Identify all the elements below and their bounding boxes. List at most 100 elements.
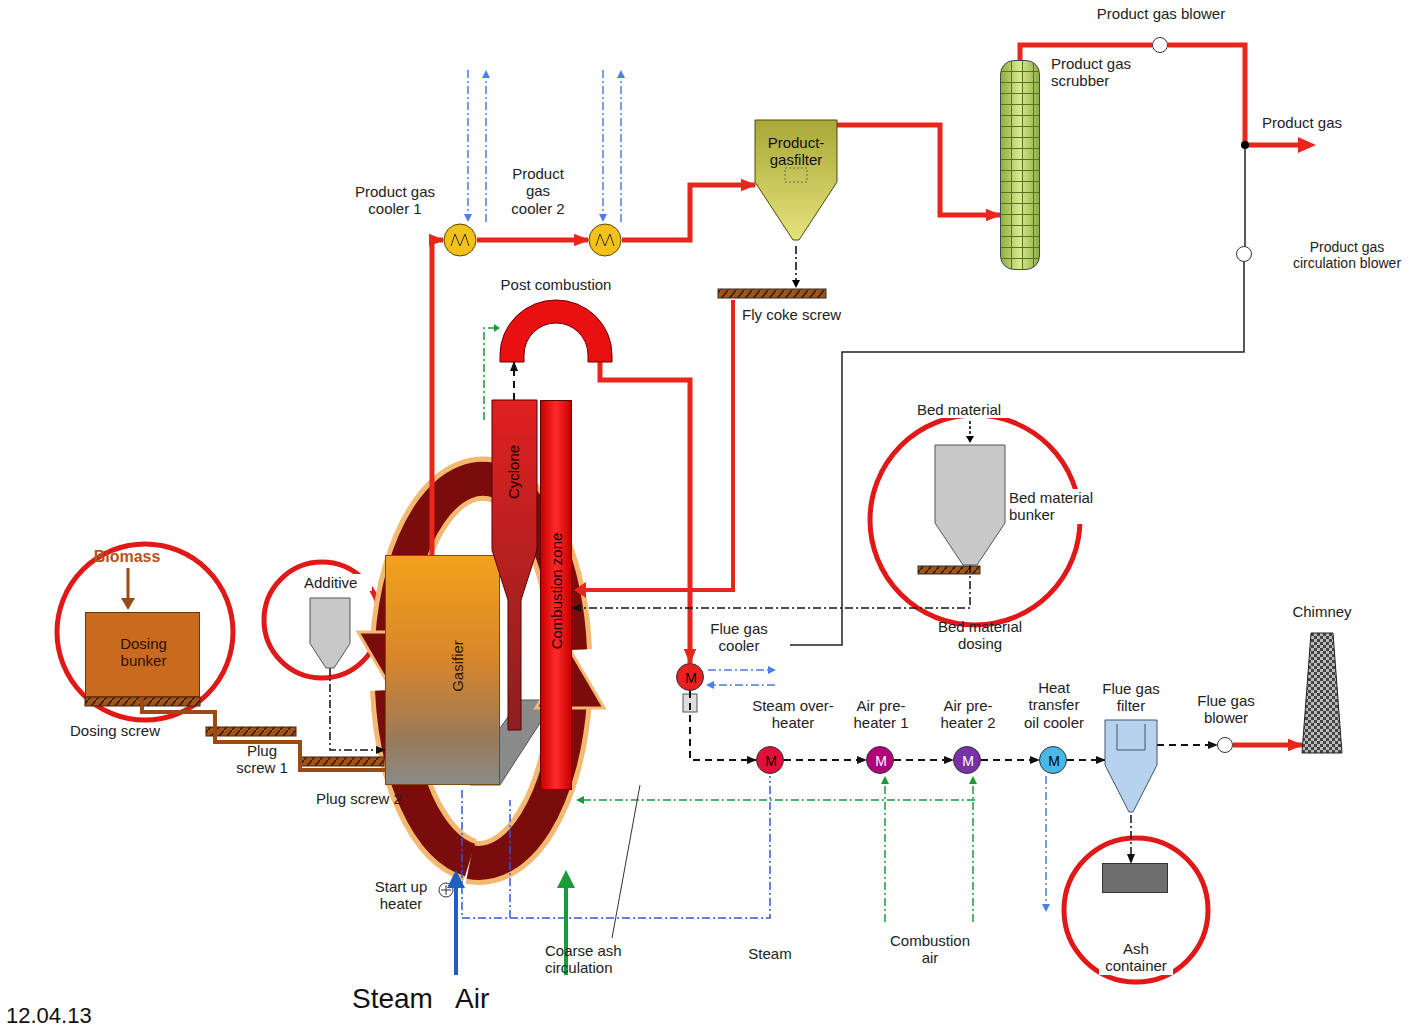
callout-label: Steam (352, 983, 447, 1015)
node-label: Product gas scrubber (1049, 55, 1159, 90)
highlight-circle (57, 544, 233, 720)
air-arrow (969, 776, 977, 784)
flow-connector (837, 125, 1000, 215)
blower: Product gas blower (1152, 37, 1168, 53)
node-label: Ash container (1099, 940, 1173, 975)
chimney: Chimney (1302, 633, 1342, 753)
heat-exchanger: Heat transfer oil coolerM (1039, 746, 1067, 774)
flow-connector (1157, 744, 1217, 746)
bed-material-screw (969, 421, 971, 436)
post-combustion-chamber: Post combustion (500, 300, 612, 362)
bed-material-bunker: Bed materialBed material bunker (935, 445, 1005, 565)
flow-connector (1233, 743, 1302, 748)
leader-line (612, 785, 640, 938)
motor-symbol: M (867, 753, 895, 769)
node-label: Air pre-heater 2 (937, 697, 999, 732)
flow-connector (1067, 759, 1105, 761)
steam-line (462, 776, 770, 918)
ash-container: Ash container (1102, 863, 1168, 893)
motor-symbol: M (1040, 753, 1068, 769)
flow-connector (432, 240, 443, 555)
bunker-box: Dosing bunker (85, 612, 200, 697)
fly-coke-screw (795, 246, 797, 280)
cooling-water-arrow (482, 70, 490, 78)
scrubber-column: Product gas scrubber (1000, 60, 1040, 270)
cooling-water-line (1045, 776, 1047, 906)
flow-connector (572, 565, 970, 608)
node-label: Heat transfer oil cooler (1018, 679, 1090, 731)
flow-connector (622, 185, 755, 240)
coil-shape (588, 223, 622, 257)
callout-label: 12.04.13 (6, 1003, 126, 1028)
cooling-water-line (602, 70, 604, 216)
node-label: Cyclone (505, 445, 522, 499)
cooling-water-arrow (1042, 904, 1050, 912)
air-line (584, 799, 975, 801)
motor-symbol: M (677, 670, 705, 686)
flow-connector (142, 697, 385, 770)
heat-exchanger: Steam over-heaterM (756, 746, 784, 774)
fly-coke-screw (718, 246, 826, 298)
node-label: Gasifier (449, 640, 466, 692)
node-label: Product gas blower (1071, 5, 1251, 22)
flow-connector (1130, 815, 1132, 863)
screw-conveyor (300, 757, 384, 766)
air-line (884, 782, 886, 922)
heat-exchanger: Product gas cooler 2 (588, 223, 622, 257)
node-label: Steam over-heater (749, 697, 837, 732)
callout-label: Coarse ash circulation (545, 942, 645, 977)
air-arrow (494, 324, 977, 804)
biomass-arrow (127, 568, 130, 600)
air-line (972, 782, 974, 922)
node-label: Chimney (1282, 603, 1362, 620)
cooling-water-arrow (464, 214, 472, 222)
leader-line (612, 785, 640, 938)
flow-connector (894, 759, 953, 761)
cooling-water-arrow (617, 70, 625, 78)
heat-exchanger: Product gas cooler 1 (443, 223, 477, 257)
node-label: Additive (302, 574, 372, 591)
cooling-water-arrow (706, 681, 714, 689)
product-gas-filter: Product-gasfilter (755, 120, 837, 245)
motor-symbol: M (954, 753, 982, 769)
air-inlet-arrow (557, 870, 575, 888)
cooling-water-arrow (464, 70, 1050, 912)
cyclone: Cyclone (492, 400, 537, 730)
additive-hopper: Additive (310, 598, 350, 668)
flow-connector (330, 668, 385, 750)
callout-label: Air (455, 983, 515, 1015)
highlight-circle (264, 562, 380, 678)
air-line (484, 328, 975, 922)
callout-label: Combustion air (885, 932, 975, 967)
cooling-water-line (467, 70, 469, 216)
node-label: Air pre-heater 1 (850, 697, 912, 732)
node-label: Flue gas filter (1096, 680, 1166, 715)
chimney-shape (1302, 633, 1342, 753)
node-label: Product gas cooler 1 (351, 183, 439, 218)
node-label: Product-gasfilter (757, 134, 835, 169)
combustion-riser: Combustion zone (540, 400, 572, 790)
cooling-water-arrow (599, 214, 607, 222)
coil-shape (443, 223, 477, 257)
filterB-shape (1105, 720, 1157, 815)
steam-inlet-arrow (454, 885, 458, 975)
callout-label: Steam (740, 945, 800, 962)
callout-label: Start up heater (366, 878, 436, 913)
node-label: Flue gas cooler (699, 620, 779, 655)
callout-label: Plug screw 1 (232, 742, 292, 777)
node-label: Product gas cooler 2 (502, 165, 574, 217)
heat-exchanger: Air pre-heater 2M (953, 746, 981, 774)
air-arrow (494, 324, 500, 332)
node-label: Post combustion (472, 276, 640, 293)
blower: Product gas circulation blower (1236, 246, 1252, 262)
callout-label: Product gas (1262, 114, 1362, 131)
node-label: Flue gas blower (1186, 692, 1266, 727)
heat-exchanger: Flue gas coolerM (676, 663, 704, 691)
cooling-water-arrow (768, 666, 776, 674)
steam-line (462, 776, 770, 918)
heat-exchanger: Air pre-heater 1M (866, 746, 894, 774)
flow-connector (690, 691, 756, 760)
